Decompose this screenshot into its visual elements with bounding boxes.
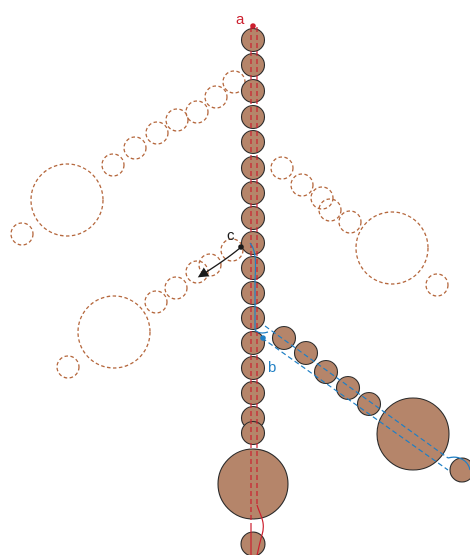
ghost-branch-middle-left [56,238,244,379]
ghost-bead [220,238,244,262]
bead-large [217,448,289,520]
ghost-bead [101,153,125,177]
bead [240,230,266,256]
ghost-bead [56,355,80,379]
path-b-upper-line [264,325,449,459]
bead [240,280,266,306]
label-c: c [227,227,235,244]
path-c-start-dot [238,244,244,250]
ghost-bead [123,136,147,160]
bead [240,52,266,78]
ghost-branch-upper-right [270,156,449,297]
ghost-bead [318,198,342,222]
path-b-start-dot [260,335,266,341]
ghost-bead [185,260,209,284]
ghost-bead [164,276,188,300]
ghost-bead [165,108,189,132]
ghost-bead [145,121,169,145]
bead [240,104,266,130]
bead [449,457,470,483]
bead [240,180,266,206]
ghost-bead [10,222,34,246]
ghost-bead [270,156,294,180]
path-b-curve [249,242,269,334]
path-a-start-dot [250,23,256,29]
ghost-bead [290,173,314,197]
ghost-bead-large [355,211,429,285]
bead [240,420,266,446]
ghost-bead [198,253,222,277]
ghost-bead [144,290,168,314]
bead [271,325,297,351]
label-b: b [268,359,276,376]
bead [293,340,319,366]
bead [240,255,266,281]
path-b-lower-line [261,337,449,471]
path-c-arrow [197,247,241,278]
path-c [197,244,244,278]
bead [356,391,382,417]
label-a: a [236,11,245,28]
path-b-end-curve [447,456,470,471]
path-b [249,242,470,471]
ghost-bead-large [30,163,104,237]
ghost-bead [310,186,334,210]
solid-branch-lower-right [271,325,470,483]
path-a [250,27,264,555]
bead [240,78,266,104]
ghost-bead [425,273,449,297]
bead [240,380,266,406]
bead [240,205,266,231]
ghost-branch-upper-left [10,70,246,246]
bead [240,129,266,155]
bead [240,330,266,356]
ghost-bead [185,100,209,124]
path-a-tail [256,504,264,555]
ghost-bead [204,85,228,109]
ghost-bead-large [77,295,151,369]
ghost-bead [338,210,362,234]
bead [240,27,266,53]
bead [240,155,266,181]
bead [240,305,266,331]
main-vertical-chain [217,27,289,555]
bead-large [376,397,450,471]
bead [240,355,266,381]
